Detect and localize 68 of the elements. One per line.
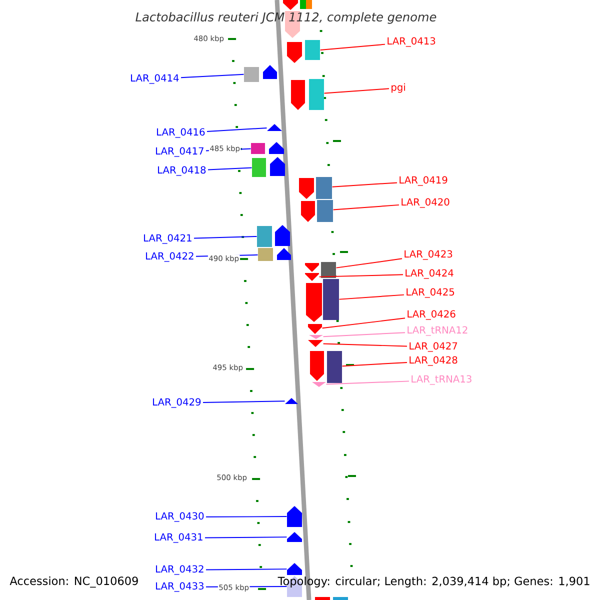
- leader-line: [204, 536, 288, 538]
- gene-drawing: [308, 324, 322, 334]
- gene-label: LAR_0431: [155, 533, 202, 543]
- leader-line: [332, 204, 400, 210]
- gene-label: LAR_0426: [408, 310, 456, 320]
- gene-label: LAR_0432: [156, 565, 204, 575]
- gene-drawing: [287, 532, 302, 542]
- gene-drawing: [299, 177, 332, 199]
- gene-label: LAR_0428: [410, 356, 458, 366]
- leader-line: [322, 332, 406, 338]
- gene-label: LAR_0422: [146, 252, 194, 262]
- gene-label: pgi: [392, 83, 405, 93]
- gene-label: LAR_0427: [410, 342, 458, 352]
- gene-label: LAR_0421: [144, 234, 192, 244]
- accession-text: Accession: NC_010609: [10, 576, 138, 588]
- gene-drawing: [251, 142, 284, 154]
- gene-label: LAR_0413: [388, 37, 436, 47]
- gene-drawing: [287, 563, 302, 575]
- gene-drawing: [309, 335, 323, 339]
- gene-label: LAR_0418: [158, 166, 206, 176]
- title: Lactobacillus reuteri JCM 1112, complete genome: [136, 12, 436, 24]
- gene-drawing: [310, 351, 342, 383]
- leader-line: [206, 127, 268, 132]
- gene-drawing: [287, 506, 302, 527]
- gene-label: LAR_0425: [406, 288, 454, 298]
- leader-line: [336, 258, 402, 268]
- leader-line: [194, 236, 258, 239]
- gene-label: LAR_0429: [153, 398, 201, 408]
- gene-drawing: [305, 273, 319, 281]
- gene-label: LAR_0424: [406, 269, 454, 279]
- gene-label: LAR_0420: [402, 198, 450, 208]
- leader-line: [206, 568, 288, 570]
- gene-drawing: [305, 262, 336, 278]
- gene-drawing: [285, 398, 298, 404]
- leader-line: [180, 74, 244, 78]
- gene-label: LAR_0414: [131, 74, 179, 84]
- gene-drawing: [257, 225, 290, 247]
- gene-label: LAR_tRNA13: [412, 375, 472, 385]
- gene-drawing: [244, 65, 277, 82]
- leader-line: [202, 400, 286, 404]
- leader-line: [322, 343, 408, 347]
- gene-label: LAR_0423: [404, 250, 452, 260]
- gene-label: LAR_0433: [156, 582, 204, 592]
- leader-line: [320, 44, 386, 50]
- gene-drawing: [301, 200, 333, 222]
- gene-label: LAR_0417: [156, 147, 204, 157]
- gene-drawing: [308, 340, 323, 347]
- leader-line: [332, 182, 398, 188]
- gene-label: LAR_0416: [157, 128, 205, 138]
- gene-drawing: [258, 248, 291, 261]
- leader-line: [206, 516, 288, 518]
- leader-line: [324, 88, 390, 94]
- leader-line: [318, 274, 404, 278]
- leader-line: [342, 362, 408, 367]
- leader-line: [322, 318, 406, 329]
- gene-drawing: [252, 157, 285, 177]
- gene-label: LAR_0430: [156, 512, 204, 522]
- genome-summary: Topology: circular; Length: 2,039,414 bp; Genes: 1,901: [278, 576, 590, 588]
- gene-drawing: [312, 382, 326, 387]
- leader-line: [326, 380, 410, 385]
- gene-label: LAR_tRNA12: [408, 326, 468, 336]
- leader-line: [208, 167, 252, 170]
- gene-drawing: [306, 279, 339, 322]
- leader-line: [338, 294, 404, 300]
- gene-label: LAR_0419: [400, 176, 448, 186]
- gene-drawing: [287, 40, 320, 63]
- gene-drawing: [291, 79, 324, 110]
- gene-drawing: [267, 124, 282, 131]
